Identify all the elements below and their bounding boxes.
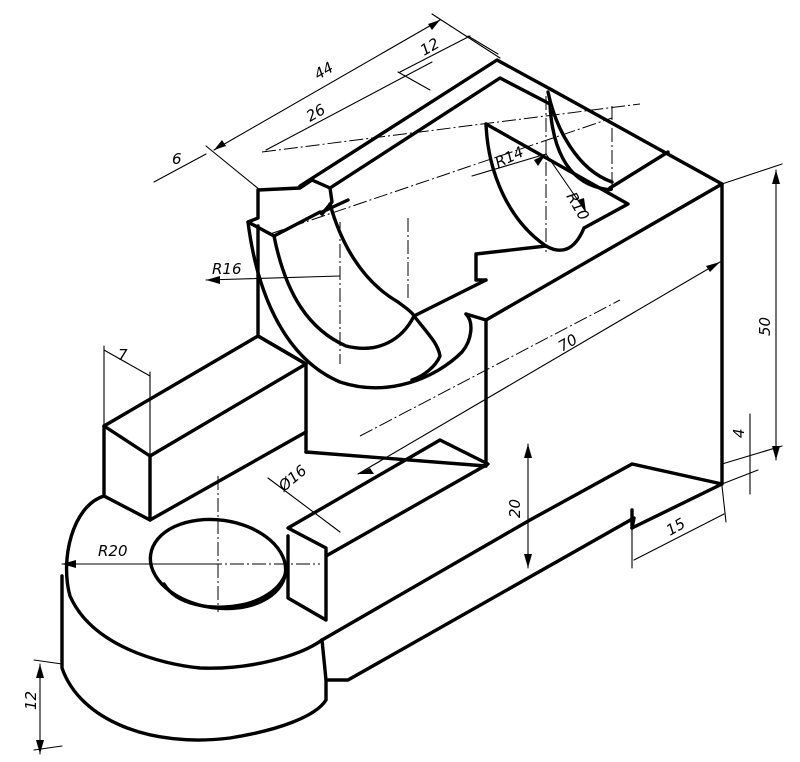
dim-7-label: 7 bbox=[118, 346, 128, 364]
dim-44-line bbox=[213, 19, 441, 151]
dim-15-ext bbox=[631, 485, 727, 569]
part-outline bbox=[60, 58, 724, 742]
dim-4-label: 4 bbox=[730, 428, 748, 438]
rib-outline bbox=[286, 438, 490, 622]
dim-r14-label: R14 bbox=[492, 143, 526, 172]
dim-arrowhead bbox=[772, 446, 780, 460]
groove-floor-line bbox=[474, 244, 548, 282]
dim-7-line bbox=[103, 349, 151, 377]
dim-arrowhead bbox=[358, 468, 374, 474]
dim-arrowhead bbox=[206, 276, 220, 284]
right-top-ledge bbox=[484, 88, 724, 322]
dim-arrowhead bbox=[534, 154, 546, 166]
right-ledge-inner bbox=[484, 122, 630, 230]
base-plate-right-top-edge bbox=[320, 462, 724, 642]
dim-12-top-line bbox=[399, 35, 471, 73]
dim-r10-leader bbox=[545, 153, 587, 213]
dim-26-line bbox=[265, 61, 433, 151]
dim-15-label: 15 bbox=[663, 514, 689, 539]
dim-arrowhead bbox=[524, 554, 532, 568]
dim-phi16-label: Ø16 bbox=[274, 461, 310, 495]
dim-70-line bbox=[357, 261, 721, 475]
dim-arrowhead bbox=[578, 198, 586, 212]
dim-7-ext bbox=[103, 345, 151, 457]
dim-70-label: 70 bbox=[555, 330, 581, 355]
base-plate-bottom-outline bbox=[60, 516, 636, 742]
dim-44-label: 44 bbox=[311, 58, 337, 83]
dimension-lines bbox=[33, 13, 783, 755]
dim-arrowhead bbox=[772, 170, 780, 184]
right-face-front-edge bbox=[630, 182, 724, 530]
dim-44-ext bbox=[205, 13, 501, 191]
right-ledge-step bbox=[608, 150, 670, 190]
dimension-labels: 44 12 26 6 R14 R10 R16 70 50 7 4 Ø16 20 … bbox=[22, 34, 774, 710]
dim-arrowhead bbox=[36, 740, 44, 754]
dim-r16-leader bbox=[205, 275, 341, 281]
small-block-right bbox=[148, 430, 308, 522]
base-plate-mid-edge bbox=[320, 638, 328, 682]
dim-arrowhead bbox=[706, 262, 720, 272]
dim-arrowhead bbox=[62, 560, 76, 568]
dim-arrowhead bbox=[524, 444, 532, 458]
dim-15-line bbox=[633, 513, 725, 561]
groove-r16-inner-arc bbox=[272, 234, 416, 350]
dim-12-left-label: 12 bbox=[22, 691, 40, 710]
dim-12-top-label: 12 bbox=[417, 34, 443, 59]
upper-block-left-rim bbox=[246, 178, 334, 238]
dim-r20-label: R20 bbox=[98, 542, 128, 560]
dim-r14-leader bbox=[471, 153, 547, 177]
groove-r16-side-arc bbox=[410, 314, 442, 382]
dim-6-label: 6 bbox=[172, 150, 182, 168]
upper-block-front-rim bbox=[320, 198, 350, 214]
dim-50-ext bbox=[721, 163, 783, 465]
small-block-top bbox=[102, 334, 308, 458]
dim-arrowhead bbox=[214, 140, 226, 150]
dim-4-ext bbox=[721, 469, 759, 485]
groove-r16-back-arc bbox=[328, 202, 416, 318]
groove-axis-line bbox=[261, 103, 641, 153]
rib-top-edge bbox=[304, 450, 488, 468]
dim-r10-label: R10 bbox=[563, 189, 593, 224]
upper-block-axis bbox=[339, 96, 613, 364]
dim-arrowhead bbox=[428, 20, 440, 30]
dim-20-label: 20 bbox=[506, 499, 524, 518]
groove-r14-inner-arc bbox=[548, 102, 613, 192]
dim-12-top-ext bbox=[397, 35, 499, 91]
dim-50-label: 50 bbox=[756, 317, 774, 336]
groove-center-line bbox=[269, 117, 613, 235]
dim-arrowhead bbox=[36, 664, 44, 678]
hole-phi16-inner bbox=[162, 570, 288, 609]
dim-6-line bbox=[153, 153, 207, 183]
groove-r16-front-arc bbox=[246, 220, 473, 390]
base-plate-top-outline bbox=[64, 494, 324, 670]
small-block-front bbox=[102, 424, 152, 522]
dim-r16-label: R16 bbox=[212, 260, 242, 278]
upper-block-top-inner-edge bbox=[328, 76, 552, 190]
groove-r10-back-arc bbox=[546, 90, 614, 184]
dim-phi16-leader bbox=[267, 477, 341, 533]
groove-ledge-edge bbox=[412, 278, 488, 322]
dim-26-label: 26 bbox=[303, 100, 329, 125]
upper-block-top-back-edge bbox=[298, 58, 554, 188]
